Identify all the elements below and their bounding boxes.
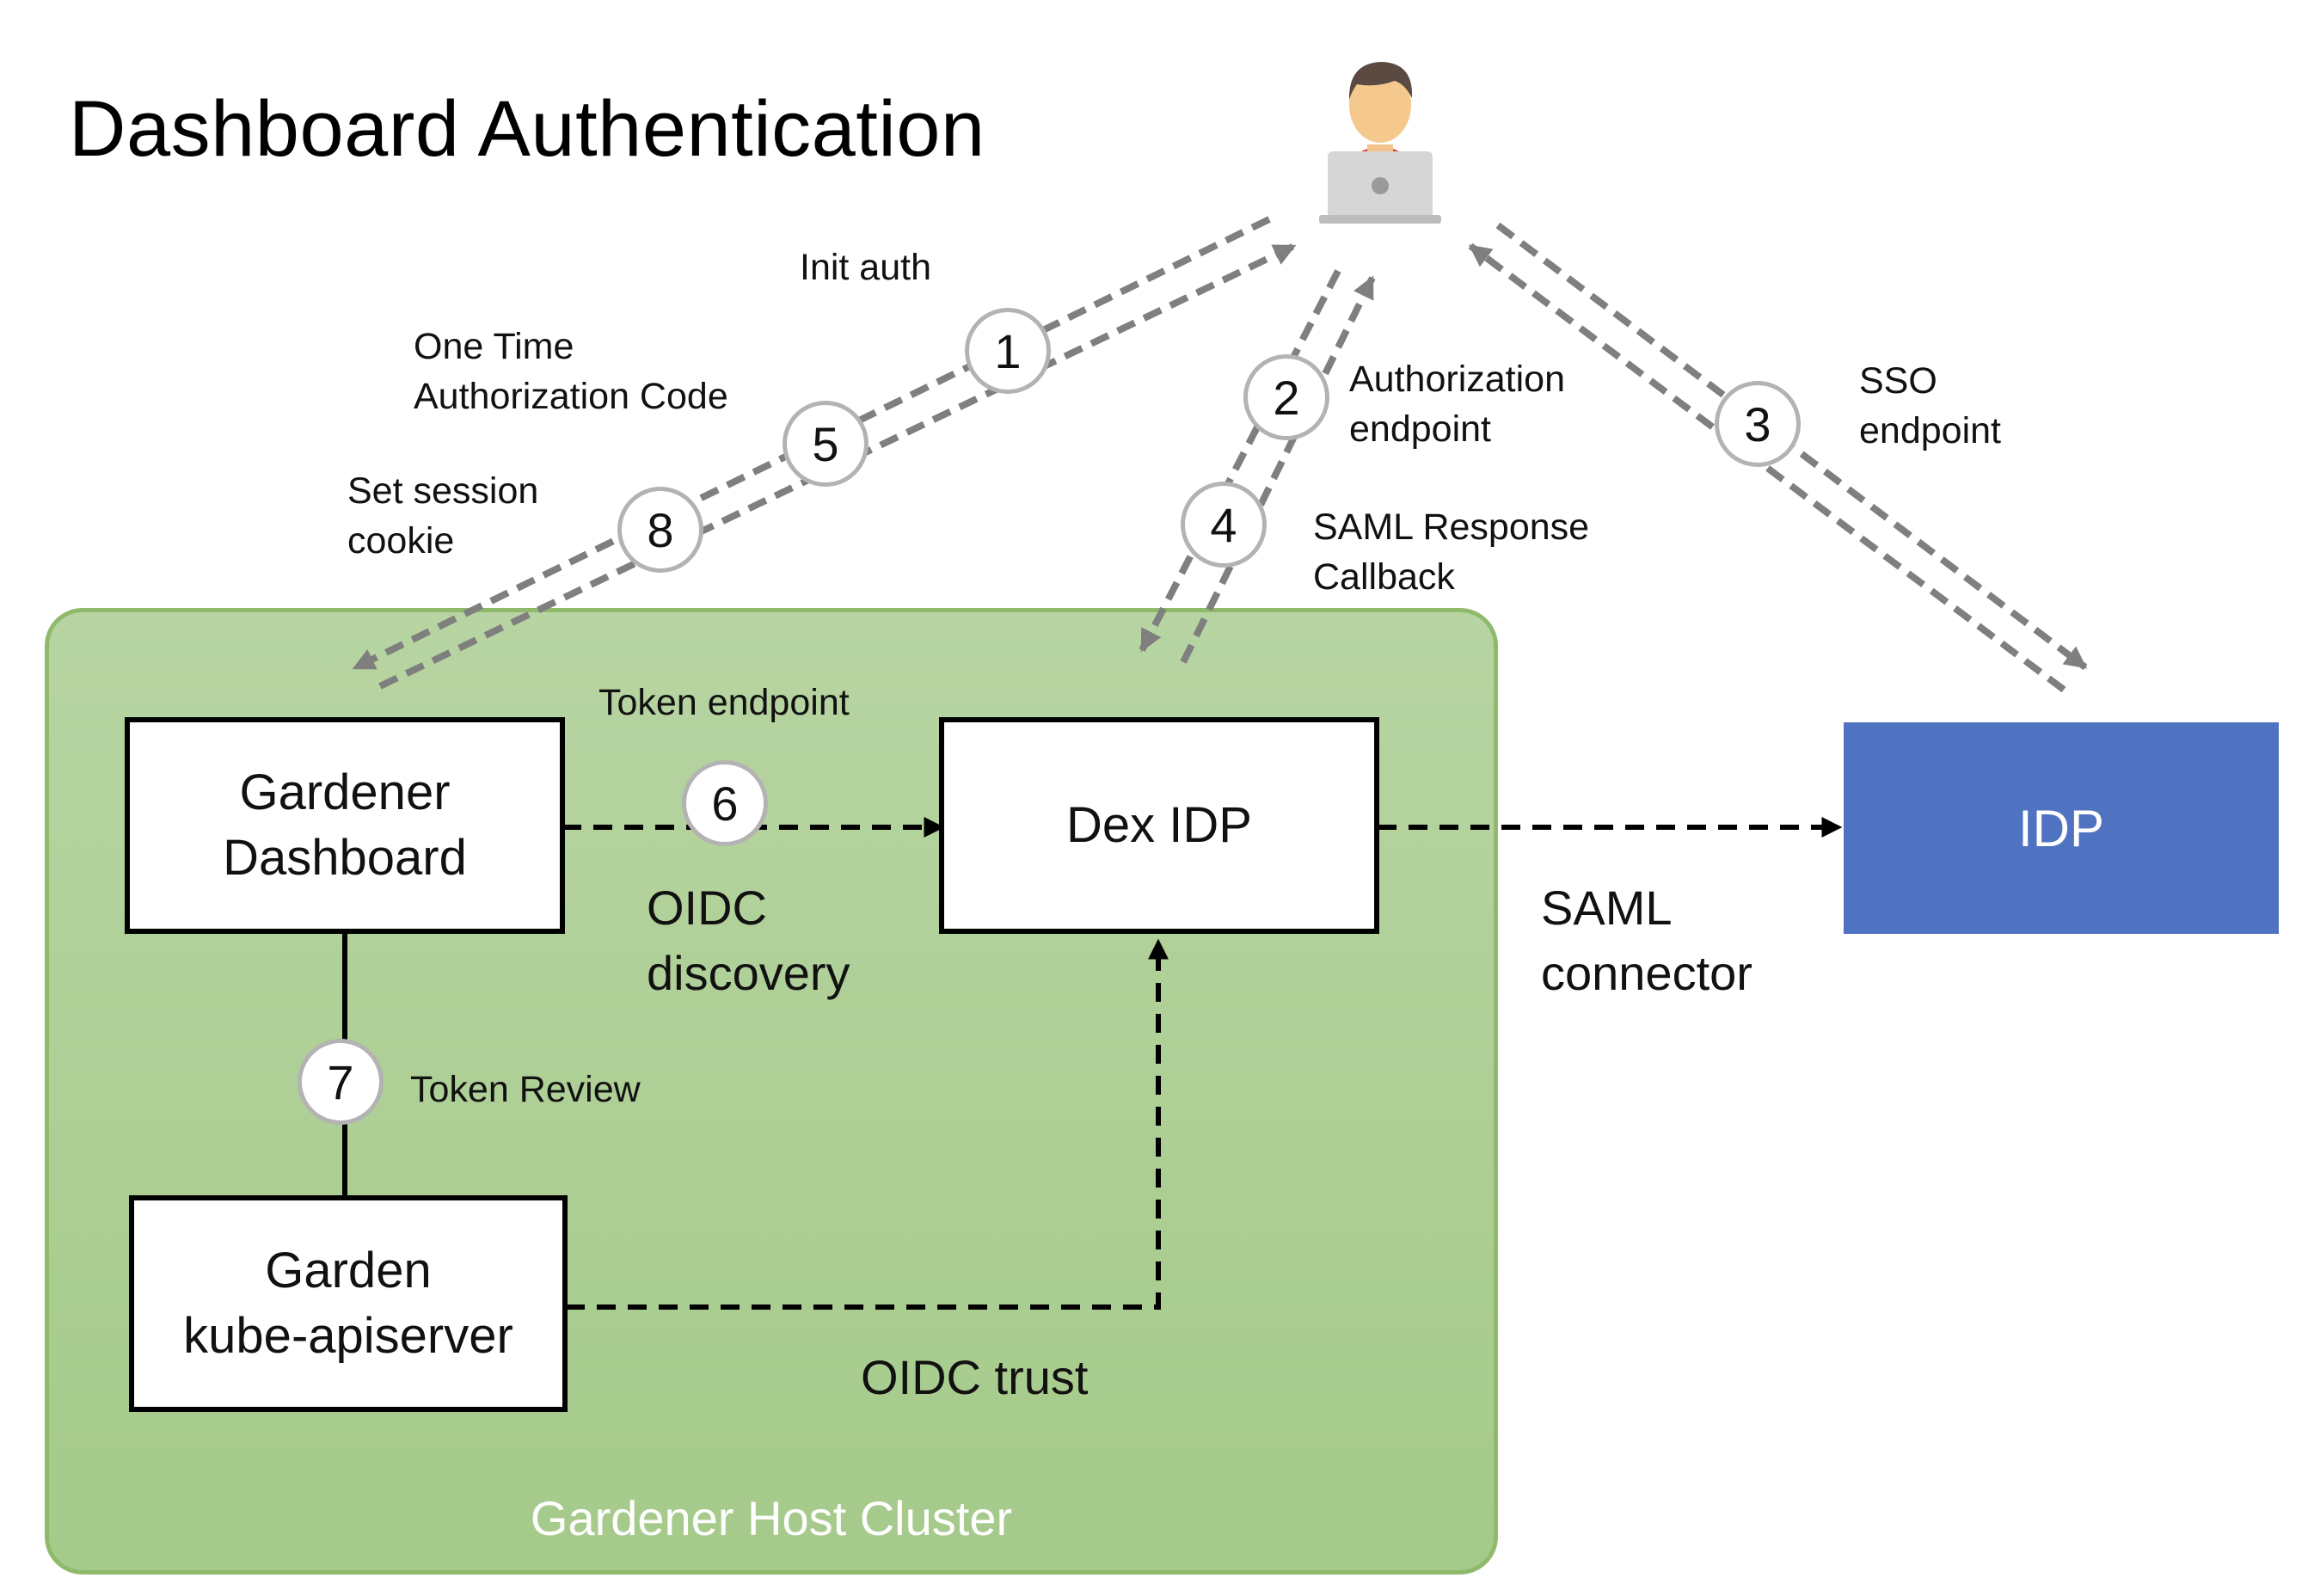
label-set-session-line2: cookie (347, 520, 455, 562)
label-authorization-line1: Authorization (1349, 359, 1565, 400)
step-2-badge: 2 (1243, 354, 1329, 440)
label-one-time-code: One Time Authorization Code (414, 322, 728, 421)
step-5-badge: 5 (783, 401, 869, 487)
label-token-endpoint: Token endpoint (598, 682, 850, 723)
step-4-badge: 4 (1181, 482, 1267, 568)
label-saml-response-line1: SAML Response (1313, 506, 1590, 548)
label-saml-connector-line1: SAML (1541, 881, 1673, 935)
arrow-to-user-callback (1180, 275, 1376, 664)
step-7-badge: 7 (298, 1039, 384, 1125)
garden-apiserver-line2: kube-apiserver (183, 1308, 513, 1364)
step-8-badge: 8 (617, 487, 703, 573)
garden-apiserver-node: Garden kube-apiserver (129, 1195, 568, 1412)
dex-idp-label: Dex IDP (1066, 797, 1252, 853)
label-set-session-line1: Set session (347, 470, 539, 512)
gardener-dashboard-line1: Gardener (239, 764, 451, 820)
label-oidc-discovery-line1: OIDC (647, 881, 767, 935)
label-oidc-trust: OIDC trust (861, 1350, 1089, 1404)
step-6-badge: 6 (682, 760, 768, 846)
label-sso-endpoint: SSO endpoint (1859, 356, 2001, 456)
label-sso-line1: SSO (1859, 360, 1937, 402)
gardener-dashboard-line2: Dashboard (223, 830, 467, 886)
dex-idp-node: Dex IDP (939, 717, 1379, 934)
step-1-badge: 1 (965, 308, 1051, 394)
label-one-time-code-line1: One Time (414, 326, 574, 367)
cluster-label: Gardener Host Cluster (530, 1491, 1013, 1545)
label-oidc-discovery-line2: discovery (647, 946, 850, 1000)
label-set-session-cookie: Set session cookie (347, 466, 538, 566)
arrow-to-dex (1139, 269, 1341, 653)
label-saml-response-callback: SAML Response Callback (1313, 502, 1589, 602)
idp-node: IDP (1844, 722, 2279, 934)
step-3-badge: 3 (1715, 381, 1801, 467)
idp-label: IDP (2017, 799, 2105, 857)
label-authorization-endpoint: Authorization endpoint (1349, 354, 1565, 454)
label-saml-connector: SAML connector (1541, 875, 1752, 1006)
diagram-title: Dashboard Authentication (69, 85, 985, 173)
label-saml-connector-line2: connector (1541, 946, 1752, 1000)
label-oidc-discovery: OIDC discovery (647, 875, 850, 1006)
label-init-auth: Init auth (800, 247, 931, 288)
label-saml-response-line2: Callback (1313, 556, 1455, 598)
label-sso-line2: endpoint (1859, 410, 2001, 451)
arrow-oidc-trust (566, 938, 1169, 1310)
arrow-to-user-sso (1468, 242, 2066, 693)
garden-apiserver-line1: Garden (265, 1243, 432, 1298)
gardener-dashboard-node: Gardener Dashboard (125, 717, 565, 934)
user-at-laptop-icon (1316, 55, 1445, 227)
label-token-review: Token Review (410, 1069, 641, 1110)
label-authorization-line2: endpoint (1349, 408, 1491, 450)
label-one-time-code-line2: Authorization Code (414, 376, 728, 417)
